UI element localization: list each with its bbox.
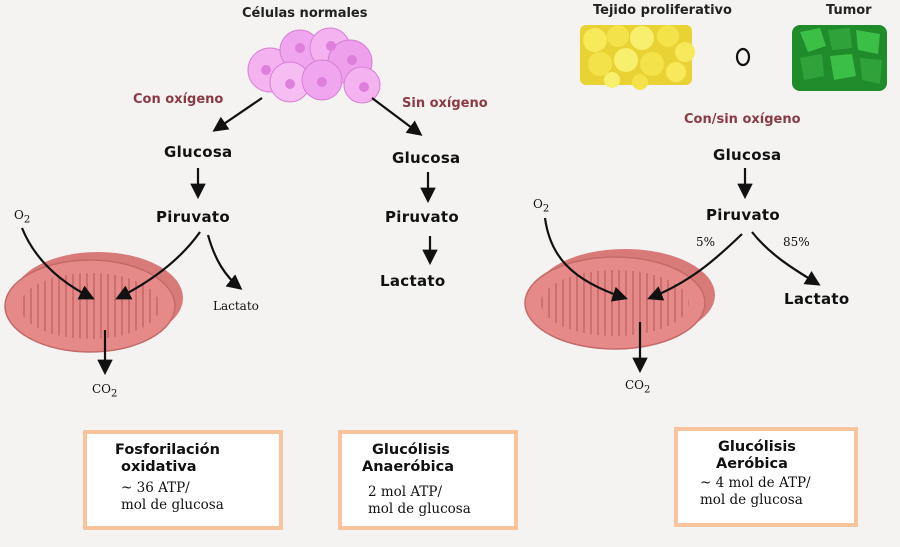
without-oxygen-label: Sin oxígeno [402,96,488,111]
right-percent-mitochondria: 5% [696,235,716,249]
anaerobic-box-title-line-1: Glucólisis [372,442,450,458]
mitochondrion-right-icon [524,249,715,350]
proliferative-tissue-title: Tejido proliferativo [593,3,732,18]
aerobic-box-line-1: ~ 4 mol de ATP/ [700,475,811,491]
with-without-oxygen-label: Con/sin oxígeno [684,112,801,127]
mitochondrion-left-icon [4,252,183,353]
oxidative-box-line-2: mol de glucosa [121,497,224,513]
left-glucose: Glucosa [164,143,233,161]
anaerobic-box-line-1: 2 mol ATP/ [368,484,443,500]
anaerobic-box-title-line-2: Anaeróbica [362,459,455,475]
normal-cells-title: Células normales [242,6,368,21]
tumor-icon [792,25,887,91]
normal-cells-cluster-icon [247,27,381,104]
left-co2-label: CO2 [92,382,118,400]
oxidative-phosphorylation-box: Fosforilación oxidativa ~ 36 ATP/ mol de… [83,430,283,530]
anaerobic-box-line-2: mol de glucosa [368,501,471,517]
right-percent-lactate: 85% [783,235,810,249]
left-o2-label: O2 [14,208,31,226]
right-lactate: Lactato [784,290,850,308]
right-pyruvate: Piruvato [706,206,780,224]
aerobic-glycolysis-box: Glucólisis Aeróbica ~ 4 mol de ATP/ mol … [674,427,858,527]
middle-lactate: Lactato [380,272,446,290]
middle-pathway-arrows [371,97,438,266]
right-o2-label: O2 [533,197,550,215]
or-oval-icon [735,47,751,67]
tumor-title: Tumor [826,3,872,18]
proliferative-tissue-icon [580,25,695,90]
right-co2-label: CO2 [625,378,651,396]
with-oxygen-label: Con oxígeno [133,92,224,107]
aerobic-box-line-2: mol de glucosa [700,492,803,508]
oxidative-box-title-line-2: oxidativa [121,459,197,475]
left-pathway-arrows [20,97,263,376]
right-pathway-arrows [543,168,821,374]
oxidative-box-line-1: ~ 36 ATP/ [121,480,190,496]
aerobic-box-title-line-1: Glucólisis [718,439,796,455]
middle-pyruvate: Piruvato [385,208,459,226]
left-pyruvate: Piruvato [156,208,230,226]
left-lactate: Lactato [213,299,259,313]
oxidative-box-title-line-1: Fosforilación [115,442,220,458]
middle-glucose: Glucosa [392,149,461,167]
right-glucose: Glucosa [713,146,782,164]
anaerobic-glycolysis-box: Glucólisis Anaeróbica 2 mol ATP/ mol de … [338,430,518,530]
aerobic-box-title-line-2: Aeróbica [716,456,788,472]
